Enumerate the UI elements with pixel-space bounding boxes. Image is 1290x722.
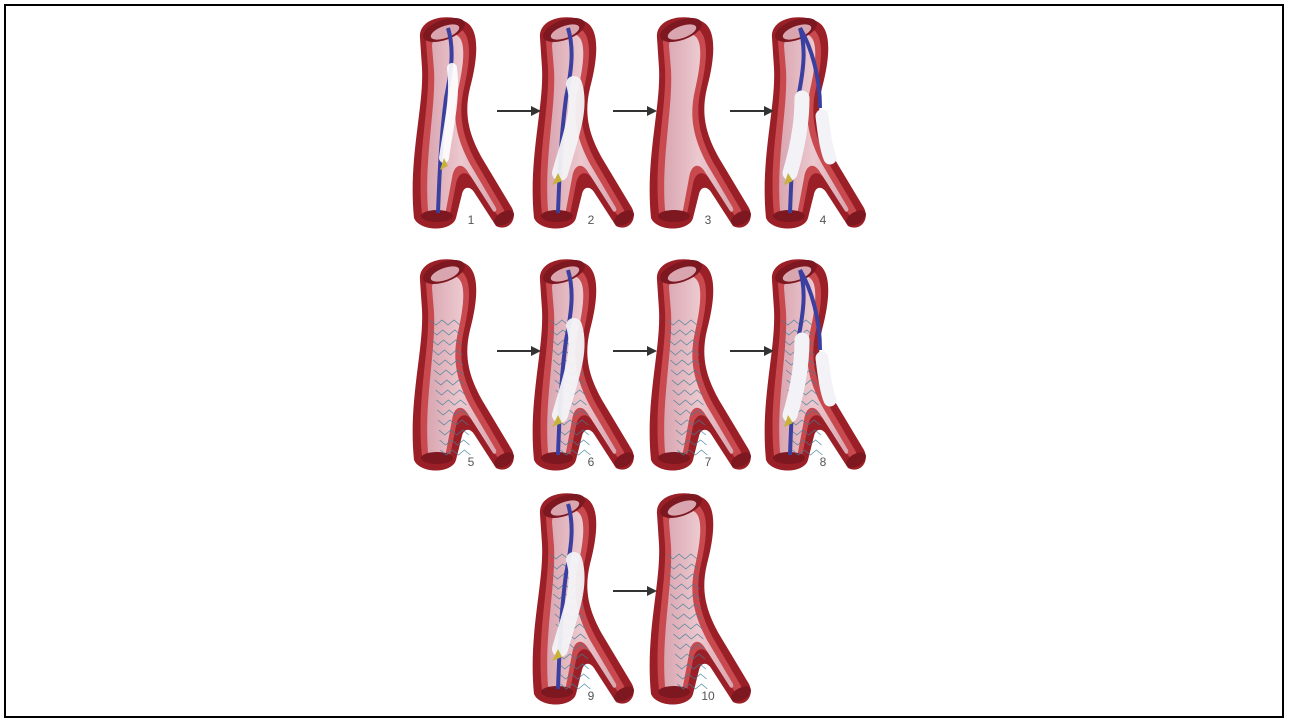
step-panel-1: 1 xyxy=(408,8,524,238)
side-balloon xyxy=(822,116,830,158)
step-arrow xyxy=(613,343,657,353)
vessel-illustration xyxy=(645,250,761,480)
step-panel-6: 6 xyxy=(528,250,644,480)
step-number: 4 xyxy=(808,213,838,227)
vessel-illustration xyxy=(528,8,644,238)
vessel-illustration xyxy=(408,250,524,480)
step-panel-7: 7 xyxy=(645,250,761,480)
step-number: 3 xyxy=(693,213,723,227)
right-arrow-icon xyxy=(497,106,541,116)
step-number: 1 xyxy=(456,213,486,227)
right-arrow-icon xyxy=(613,106,657,116)
vessel-illustration xyxy=(645,484,761,714)
step-panel-10: 10 xyxy=(645,484,761,714)
step-panel-5: 5 xyxy=(408,250,524,480)
step-panel-8: 8 xyxy=(760,250,876,480)
step-arrow xyxy=(497,343,541,353)
right-arrow-icon xyxy=(730,346,774,356)
step-arrow xyxy=(613,103,657,113)
vessel-illustration xyxy=(760,250,876,480)
right-arrow-icon xyxy=(497,346,541,356)
step-number: 8 xyxy=(808,455,838,469)
right-arrow-icon xyxy=(613,586,657,596)
step-arrow xyxy=(613,583,657,593)
vessel-illustration xyxy=(760,8,876,238)
step-arrow xyxy=(497,103,541,113)
step-arrow xyxy=(730,103,774,113)
step-number: 10 xyxy=(693,689,723,703)
vessel-illustration xyxy=(528,250,644,480)
step-number: 6 xyxy=(576,455,606,469)
right-arrow-icon xyxy=(613,346,657,356)
right-arrow-icon xyxy=(730,106,774,116)
step-panel-4: 4 xyxy=(760,8,876,238)
vessel-illustration xyxy=(645,8,761,238)
step-number: 7 xyxy=(693,455,723,469)
step-panel-9: 9 xyxy=(528,484,644,714)
step-number: 9 xyxy=(576,689,606,703)
step-arrow xyxy=(730,343,774,353)
step-panel-2: 2 xyxy=(528,8,644,238)
vessel-illustration xyxy=(408,8,524,238)
vessel-illustration xyxy=(528,484,644,714)
step-number: 2 xyxy=(576,213,606,227)
main-branch-end xyxy=(658,210,690,222)
step-panel-3: 3 xyxy=(645,8,761,238)
side-balloon xyxy=(822,358,830,400)
step-number: 5 xyxy=(456,455,486,469)
